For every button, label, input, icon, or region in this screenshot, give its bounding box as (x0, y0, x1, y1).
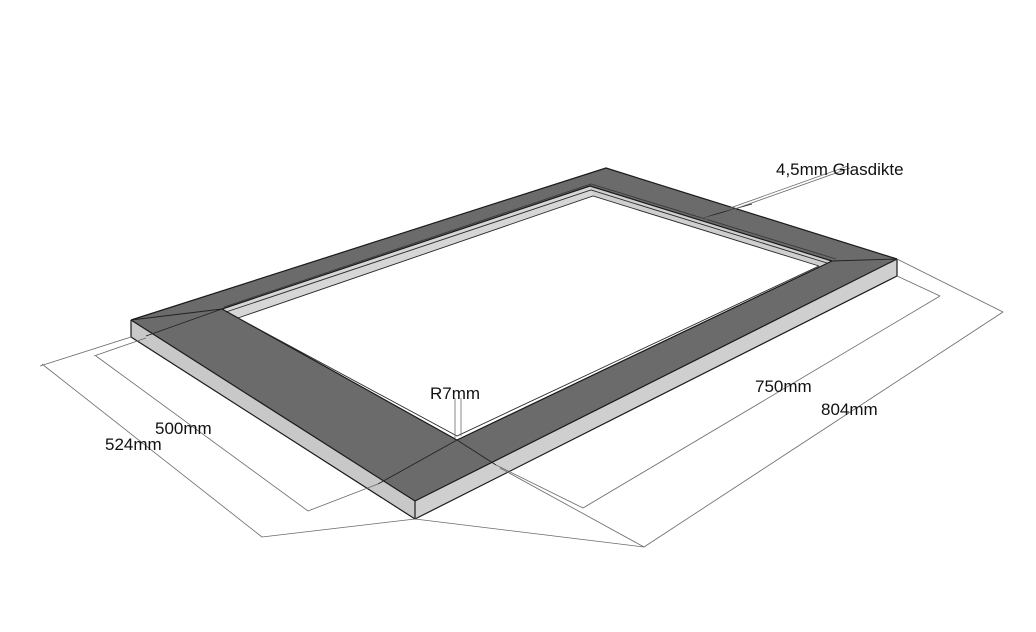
label-glass-thickness: 4,5mm Glasdikte (776, 160, 904, 179)
dimension-lines (39, 165, 1004, 548)
label-corner-radius: R7mm (430, 384, 480, 403)
rebate-face-back-right (590, 186, 832, 266)
frame (130, 167, 898, 520)
dimension-labels: 4,5mm Glasdikte 500mm 524mm 750mm 804mm … (105, 160, 904, 454)
label-outer-width: 524mm (105, 435, 162, 454)
frame-side-left (131, 320, 415, 519)
frame-side-right (415, 259, 897, 519)
label-inner-width: 500mm (155, 419, 212, 438)
label-outer-length: 804mm (821, 400, 878, 419)
frame-top-face (131, 168, 897, 501)
rebate-face-back-left (222, 186, 593, 318)
label-inner-length: 750mm (755, 377, 812, 396)
